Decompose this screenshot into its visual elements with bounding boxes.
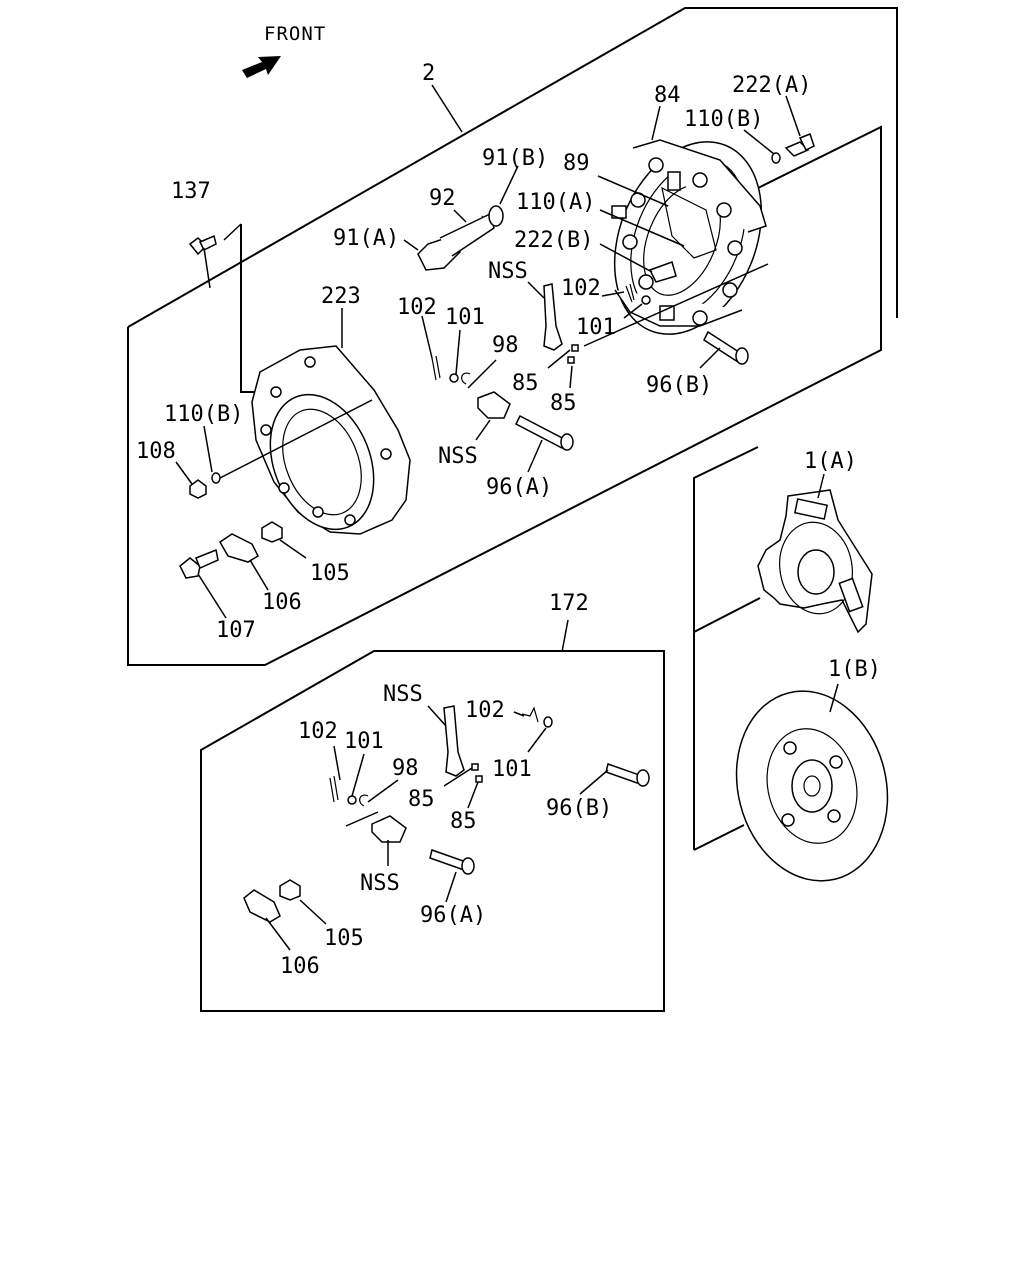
callout-85-box-b: 85 bbox=[450, 809, 477, 834]
callout-1a: 1(A) bbox=[804, 449, 857, 474]
spring-clip-98-top bbox=[461, 372, 471, 385]
callout-102-top: 102 bbox=[397, 295, 437, 320]
kit-172-frame bbox=[200, 650, 665, 1012]
pin-85-box-b bbox=[475, 775, 483, 783]
callout-1b: 1(B) bbox=[828, 657, 881, 682]
main-assembly-frame bbox=[127, 7, 898, 666]
washer-101-box-left bbox=[347, 795, 357, 805]
callout-108: 108 bbox=[136, 439, 176, 464]
callout-98-top: 98 bbox=[492, 333, 519, 358]
pin-85-box-a bbox=[471, 763, 479, 771]
pin-102-top bbox=[431, 355, 441, 381]
callout-nss-box-bottom: NSS bbox=[360, 871, 400, 896]
callout-96b-top: 96(B) bbox=[646, 373, 712, 398]
callout-105-box: 105 bbox=[324, 926, 364, 951]
clutch-disc-1b bbox=[735, 690, 889, 882]
callout-2: 2 bbox=[422, 61, 435, 86]
clutch-disc-1a bbox=[757, 489, 873, 634]
callout-102-box-right: 102 bbox=[465, 698, 505, 723]
nut-108 bbox=[189, 479, 207, 499]
callout-101-top: 101 bbox=[445, 305, 485, 330]
pin-85-top-a bbox=[571, 344, 579, 352]
plate-106-top bbox=[219, 533, 259, 563]
washer-101-box-right bbox=[543, 716, 553, 728]
callout-106-box: 106 bbox=[280, 954, 320, 979]
pin-102-box-left bbox=[329, 775, 339, 803]
bolt-107 bbox=[179, 548, 219, 579]
yoke-nss-mid bbox=[477, 391, 511, 419]
callout-110b-left: 110(B) bbox=[164, 402, 243, 427]
callout-101-top-right: 101 bbox=[576, 315, 616, 340]
bolt-96b-top bbox=[703, 330, 749, 365]
spring-assembly-92 bbox=[417, 205, 504, 271]
callout-92: 92 bbox=[429, 186, 456, 211]
callout-96b-box: 96(B) bbox=[546, 796, 612, 821]
callout-nss-top: NSS bbox=[488, 259, 528, 284]
callout-110b-top: 110(B) bbox=[684, 107, 763, 132]
leader-lines bbox=[175, 84, 839, 951]
bolt-222b bbox=[648, 261, 677, 283]
bolt-96a-box bbox=[429, 849, 475, 875]
washer-101-top-right bbox=[641, 295, 651, 305]
callout-222a: 222(A) bbox=[732, 73, 811, 98]
callout-102-box-left: 102 bbox=[298, 719, 338, 744]
pressure-plate-84 bbox=[611, 139, 767, 335]
washer-110b-left bbox=[211, 472, 221, 484]
bolt-222a bbox=[784, 133, 815, 157]
lever-nss-top bbox=[543, 283, 563, 351]
callout-106-top: 106 bbox=[262, 590, 302, 615]
callout-89: 89 bbox=[563, 151, 590, 176]
callout-172: 172 bbox=[549, 591, 589, 616]
callout-222b: 222(B) bbox=[514, 228, 593, 253]
callout-102-top-right: 102 bbox=[561, 276, 601, 301]
nut-105-box bbox=[279, 879, 301, 901]
bolt-96b-box bbox=[605, 763, 650, 787]
callout-110a: 110(A) bbox=[516, 190, 595, 215]
callout-91a: 91(A) bbox=[333, 226, 399, 251]
callout-nss-mid: NSS bbox=[438, 444, 478, 469]
lever-nss-box bbox=[443, 705, 465, 777]
callout-84: 84 bbox=[654, 83, 681, 108]
callout-98-box: 98 bbox=[392, 756, 419, 781]
callout-137: 137 bbox=[171, 179, 211, 204]
washer-101-top bbox=[449, 373, 459, 383]
pin-102-top-right bbox=[625, 283, 635, 303]
front-arrow-icon bbox=[242, 56, 281, 78]
front-label: FRONT bbox=[264, 23, 326, 45]
callout-96a-top: 96(A) bbox=[486, 475, 552, 500]
callout-107: 107 bbox=[216, 618, 256, 643]
callout-85-top-b: 85 bbox=[550, 391, 577, 416]
bolt-96a-top bbox=[514, 414, 574, 451]
callout-91b: 91(B) bbox=[482, 146, 548, 171]
spring-clip-98-box bbox=[359, 794, 369, 807]
callout-223: 223 bbox=[321, 284, 361, 309]
pin-85-top-b bbox=[567, 356, 575, 364]
callout-96a-box: 96(A) bbox=[420, 903, 486, 928]
yoke-nss-box bbox=[371, 815, 407, 843]
main-frame-tab-edge bbox=[223, 223, 242, 241]
callout-105-top: 105 bbox=[310, 561, 350, 586]
plate-106-box bbox=[243, 889, 281, 923]
callout-101-box-left: 101 bbox=[344, 729, 384, 754]
bolt-137 bbox=[188, 234, 217, 256]
pin-102-box-right bbox=[521, 706, 539, 723]
nut-105-top bbox=[261, 521, 283, 543]
washer-110b-top bbox=[771, 152, 781, 164]
clutch-housing-223 bbox=[251, 345, 411, 535]
callout-nss-box: NSS bbox=[383, 682, 423, 707]
disc-assembly-frame bbox=[693, 446, 761, 851]
callout-101-box-right: 101 bbox=[492, 757, 532, 782]
callout-85-top-a: 85 bbox=[512, 371, 539, 396]
callout-85-box-a: 85 bbox=[408, 787, 435, 812]
